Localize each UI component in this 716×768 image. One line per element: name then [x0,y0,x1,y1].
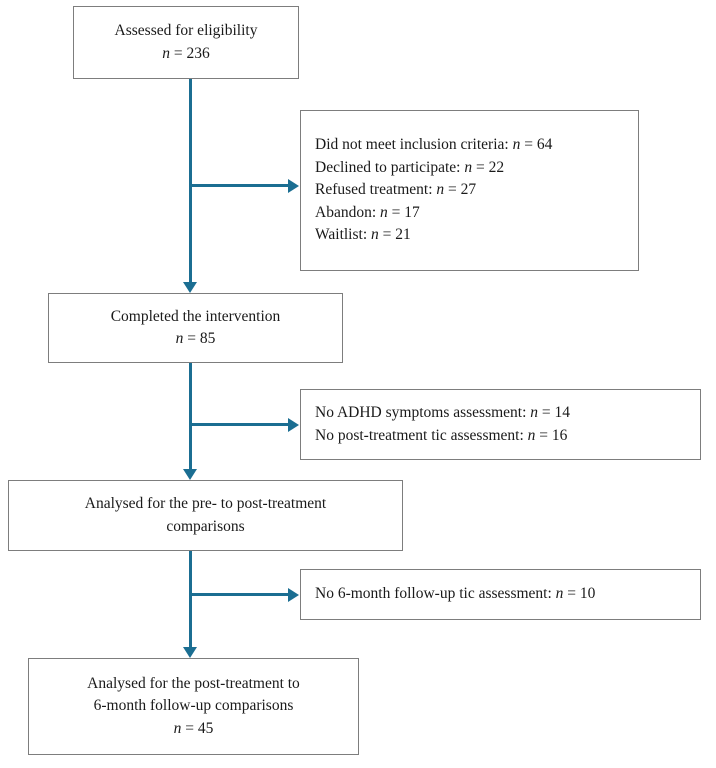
arrow-down-icon [183,282,197,293]
exclusion-label: Did not meet inclusion criteria: [315,136,509,154]
node-assessed-title: Assessed for eligibility [114,22,258,40]
arrow-right-icon [288,588,299,602]
node-completed-count: n = 85 [176,328,216,350]
node-exclusions: Did not meet inclusion criteria: n = 64 … [300,110,639,271]
node-completed-intervention: Completed the intervention n = 85 [48,293,343,363]
node-completed-title: Completed the intervention [110,307,281,325]
node-analysed-followup-line2: 6-month follow-up comparisons [93,697,294,715]
node-analysed-followup: Analysed for the post-treatment to 6-mon… [28,658,359,755]
n-symbol: n [162,44,170,62]
n-symbol: n [464,158,473,176]
missing-post-value: = 16 [535,426,568,444]
n-symbol: n [555,585,564,603]
connector-analysed-to-followup [189,551,192,647]
list-item: Declined to participate: n = 22 [301,157,504,179]
n-symbol: n [436,181,445,199]
exclusion-value: = 17 [387,203,420,221]
connector-branch-missing-followup [189,593,289,596]
list-item: Did not meet inclusion criteria: n = 64 [301,134,552,156]
missing-followup-value: = 10 [563,585,596,603]
missing-post-value: = 14 [538,404,571,422]
n-symbol: n [530,404,539,422]
n-symbol: n [512,136,521,154]
n-symbol: n [527,426,536,444]
n-symbol: n [380,203,388,221]
arrow-down-icon [183,469,197,480]
missing-post-label: No post-treatment tic assessment: [315,426,524,444]
exclusion-label: Abandon: [315,203,377,221]
n-symbol: n [371,226,379,244]
missing-post-label: No ADHD symptoms assessment: [315,404,527,422]
node-missing-followup-assessment: No 6-month follow-up tic assessment: n =… [300,569,701,620]
exclusion-value: = 21 [378,226,411,244]
node-completed-count-value: = 85 [183,330,216,347]
node-analysed-pre-post: Analysed for the pre- to post-treatment … [8,480,403,551]
list-item: Refused treatment: n = 27 [301,179,476,201]
node-assessed-for-eligibility: Assessed for eligibility n = 236 [73,6,299,79]
node-assessed-count-value: = 236 [170,44,210,62]
exclusion-label: Waitlist: [315,226,368,244]
arrow-down-icon [183,647,197,658]
list-item: No post-treatment tic assessment: n = 16 [301,425,567,447]
node-analysed-followup-count-value: = 45 [181,719,214,737]
exclusion-label: Refused treatment: [315,181,433,199]
list-item: Abandon: n = 17 [301,202,420,224]
list-item: No 6-month follow-up tic assessment: n =… [301,583,595,605]
node-missing-post-assessments: No ADHD symptoms assessment: n = 14 No p… [300,389,701,460]
connector-assessed-to-completed [189,79,192,282]
connector-branch-exclusions [189,184,289,187]
connector-completed-to-analysed [189,363,192,469]
list-item: No ADHD symptoms assessment: n = 14 [301,402,570,424]
node-analysed-pre-post-line2: comparisons [166,517,245,535]
node-analysed-pre-post-line1: Analysed for the pre- to post-treatment [84,495,327,513]
node-assessed-count: n = 236 [162,43,210,65]
exclusion-value: = 27 [444,181,477,199]
exclusion-value: = 22 [472,158,505,176]
missing-followup-label: No 6-month follow-up tic assessment: [315,585,552,603]
exclusion-label: Declined to participate: [315,158,461,176]
node-analysed-followup-line1: Analysed for the post-treatment to [87,674,300,692]
exclusion-value: = 64 [520,136,553,154]
n-symbol: n [173,719,182,737]
arrow-right-icon [288,179,299,193]
connector-branch-missing-post [189,423,289,426]
node-analysed-followup-count: n = 45 [174,718,214,740]
list-item: Waitlist: n = 21 [301,224,411,246]
n-symbol: n [175,330,184,347]
arrow-right-icon [288,418,299,432]
